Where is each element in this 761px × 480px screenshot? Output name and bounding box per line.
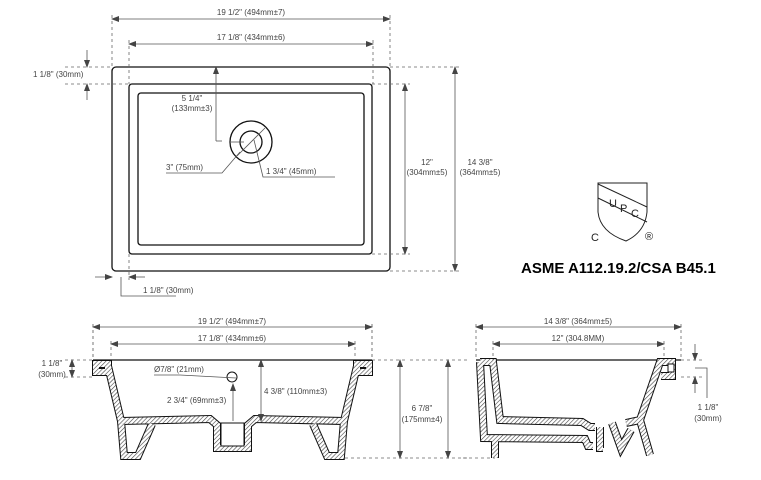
upc-letter-p: P bbox=[620, 203, 627, 215]
front-view: 19 1/2" (494mm±7) 17 1/8" (434mm±6) 1 1/… bbox=[38, 317, 468, 460]
drain-outer-label: 3" (75mm) bbox=[166, 163, 203, 172]
csa-c-mark: C bbox=[591, 232, 599, 244]
front-rim-label-1: 1 1/8" bbox=[42, 359, 63, 368]
front-bowl-depth-label: 4 3/8" (110mm±3) bbox=[264, 387, 327, 396]
side-view: 14 3/8" (364mm±5) 12" (304.8MM) 1 1/8" (… bbox=[463, 317, 722, 459]
registered-mark: ® bbox=[645, 231, 653, 243]
top-bowl-depth-label-1: 12" bbox=[421, 158, 433, 167]
drain-outer bbox=[229, 120, 273, 164]
side-section bbox=[476, 358, 676, 458]
top-rim-side-label: 1 1/8" (30mm) bbox=[143, 286, 194, 295]
top-rim-label: 1 1/8" (30mm) bbox=[33, 70, 84, 79]
upc-letter-c: C bbox=[631, 208, 639, 220]
overflow-height-label: 2 3/4" (69mm±3) bbox=[167, 396, 227, 405]
upc-letter-u: U bbox=[609, 198, 617, 210]
outer-rim bbox=[111, 66, 391, 272]
shield-icon bbox=[597, 182, 648, 242]
top-overall-depth-label-2: (364mm±5) bbox=[460, 168, 501, 177]
bowl-floor bbox=[137, 92, 365, 246]
top-bowl-width-label: 17 1/8" (434mm±6) bbox=[217, 33, 285, 42]
top-view: 19 1/2" (494mm±7) 17 1/8" (434mm±6) 1 1/… bbox=[33, 8, 501, 297]
overflow-label: Ø7/8" (21mm) bbox=[154, 365, 204, 374]
side-rim-label-2: (30mm) bbox=[694, 414, 722, 423]
standard-label: ASME A112.19.2/CSA B45.1 bbox=[521, 260, 716, 277]
drain-offset-label-2: (133mm±3) bbox=[172, 104, 213, 113]
front-height-label-2: (175mm±4) bbox=[402, 415, 443, 424]
upc-logo: U P C C ® bbox=[591, 182, 653, 244]
front-rim-label-2: (30mm) bbox=[38, 370, 66, 379]
front-overall-width-label: 19 1/2" (494mm±7) bbox=[198, 317, 266, 326]
drain-inner-label: 1 3/4" (45mm) bbox=[266, 167, 317, 176]
front-bowl-width-label: 17 1/8" (434mm±6) bbox=[198, 334, 266, 343]
top-overall-width-label: 19 1/2" (494mm±7) bbox=[217, 8, 285, 17]
side-bowl-depth-label: 12" (304.8MM) bbox=[552, 334, 605, 343]
drain-offset-label-1: 5 1/4" bbox=[182, 94, 203, 103]
bowl-edge bbox=[128, 83, 373, 255]
front-section bbox=[92, 360, 373, 460]
side-rim-label-1: 1 1/8" bbox=[698, 403, 719, 412]
top-overall-depth-label-1: 14 3/8" bbox=[467, 158, 492, 167]
front-height-label-1: 6 7/8" bbox=[412, 404, 433, 413]
overflow-hole bbox=[226, 371, 238, 383]
side-overall-depth-label: 14 3/8" (364mm±5) bbox=[544, 317, 612, 326]
top-bowl-depth-label-2: (304mm±5) bbox=[407, 168, 448, 177]
